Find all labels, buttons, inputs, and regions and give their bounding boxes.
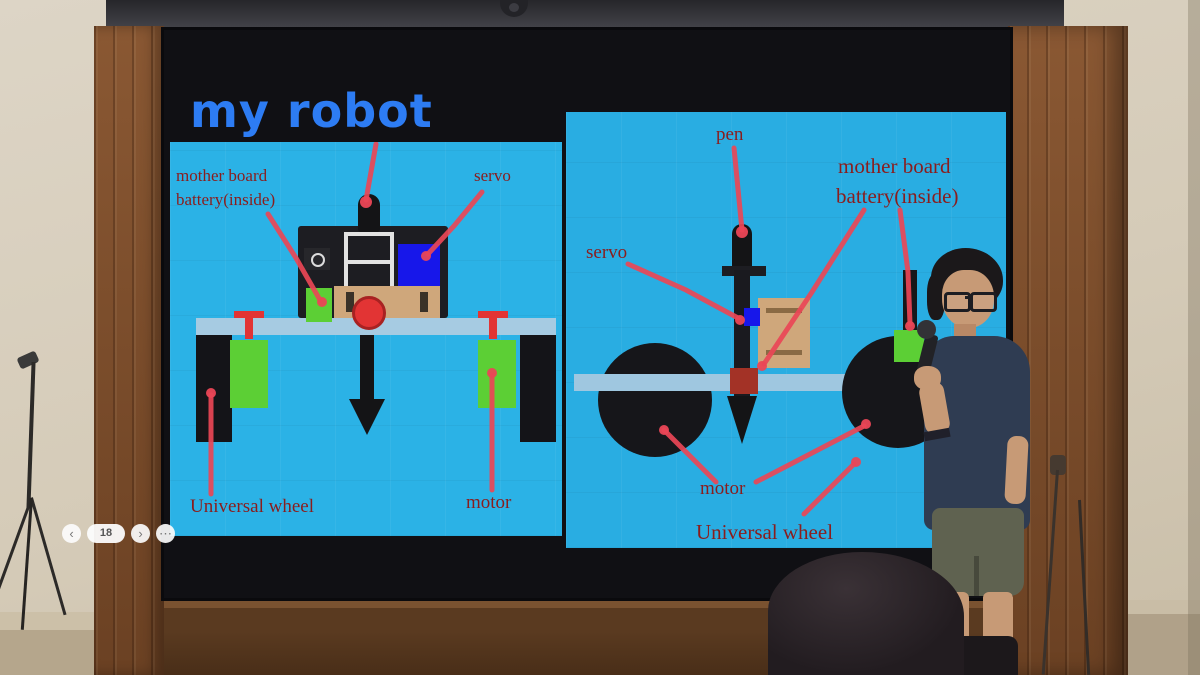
right-motor bbox=[478, 340, 516, 408]
more-controls-button[interactable]: ⋯ bbox=[156, 524, 175, 543]
camera-module bbox=[304, 248, 330, 270]
holder-slot bbox=[766, 308, 802, 313]
right-wheel bbox=[520, 330, 556, 442]
microphone-head bbox=[917, 320, 936, 339]
presentation-screen: my robot bbox=[164, 30, 1010, 598]
label-battery-inside: battery(inside) bbox=[176, 190, 276, 209]
label-motor: motor bbox=[700, 478, 746, 499]
slide-title: my robot bbox=[190, 84, 433, 138]
label-pen: pen bbox=[716, 124, 744, 145]
glasses-icon bbox=[944, 292, 971, 312]
glasses-icon bbox=[970, 292, 997, 312]
next-slide-button[interactable]: › bbox=[131, 524, 150, 543]
left-motor bbox=[230, 340, 268, 408]
pen-tip bbox=[349, 399, 385, 435]
pen-top bbox=[358, 194, 380, 232]
floor-right bbox=[1126, 614, 1200, 675]
presenter-right-forearm bbox=[1004, 435, 1029, 505]
bracket-t-right-stem bbox=[489, 311, 497, 339]
bracket-t-left-stem bbox=[245, 311, 253, 339]
ceiling-band bbox=[106, 0, 1064, 32]
battery-holder bbox=[334, 286, 440, 318]
shorts-split bbox=[974, 556, 979, 596]
left-wheel bbox=[598, 343, 712, 457]
holder-slot bbox=[766, 350, 802, 355]
blue-module bbox=[744, 308, 760, 326]
floor-left bbox=[0, 630, 96, 675]
label-universal-wheel: Universal wheel bbox=[190, 496, 314, 517]
cable-mount bbox=[1050, 455, 1066, 475]
left-wheel bbox=[196, 330, 232, 442]
battery-holder bbox=[758, 298, 810, 368]
label-servo: servo bbox=[586, 242, 628, 263]
glasses-bridge bbox=[965, 296, 972, 299]
label-battery-inside: battery(inside) bbox=[836, 184, 959, 208]
mic-clip bbox=[16, 350, 40, 370]
baseboard-left bbox=[0, 612, 96, 632]
camera-lens bbox=[311, 253, 325, 267]
green-module bbox=[306, 288, 332, 322]
bracket-rung bbox=[348, 260, 390, 264]
blue-module bbox=[398, 244, 440, 292]
presenter-controls: ‹ 18 › ⋯ bbox=[62, 524, 175, 543]
mic-stand-pole bbox=[26, 361, 36, 509]
label-universal-wheel: Universal wheel bbox=[696, 520, 834, 544]
audience-head bbox=[768, 552, 964, 675]
label-motor: motor bbox=[466, 492, 512, 513]
baseboard-right bbox=[1126, 600, 1200, 616]
label-mother-board: mother board bbox=[176, 166, 268, 185]
pen-tip bbox=[727, 396, 757, 444]
wood-panel-left bbox=[94, 26, 164, 675]
wall-edge-shadow bbox=[1188, 0, 1200, 675]
label-servo: servo bbox=[474, 166, 511, 185]
slide-number-badge[interactable]: 18 bbox=[87, 524, 125, 543]
wood-panel-right bbox=[1008, 26, 1128, 675]
speaker-dot bbox=[509, 3, 519, 12]
prev-slide-button[interactable]: ‹ bbox=[62, 524, 81, 543]
pen-shaft bbox=[360, 335, 374, 399]
mount-block bbox=[730, 368, 758, 394]
holder-slot bbox=[346, 292, 354, 312]
pen-top bbox=[732, 224, 752, 270]
ceiling-speaker-icon bbox=[500, 0, 528, 17]
holder-slot bbox=[420, 292, 428, 312]
mic-stand-leg bbox=[30, 497, 67, 616]
chassis-bar bbox=[574, 374, 848, 391]
diagram-left-panel: mother board battery(inside) servo Unive… bbox=[170, 142, 562, 536]
red-knob bbox=[352, 296, 386, 330]
label-mother-board: mother board bbox=[838, 154, 951, 178]
presenter-hair-side bbox=[927, 274, 945, 320]
